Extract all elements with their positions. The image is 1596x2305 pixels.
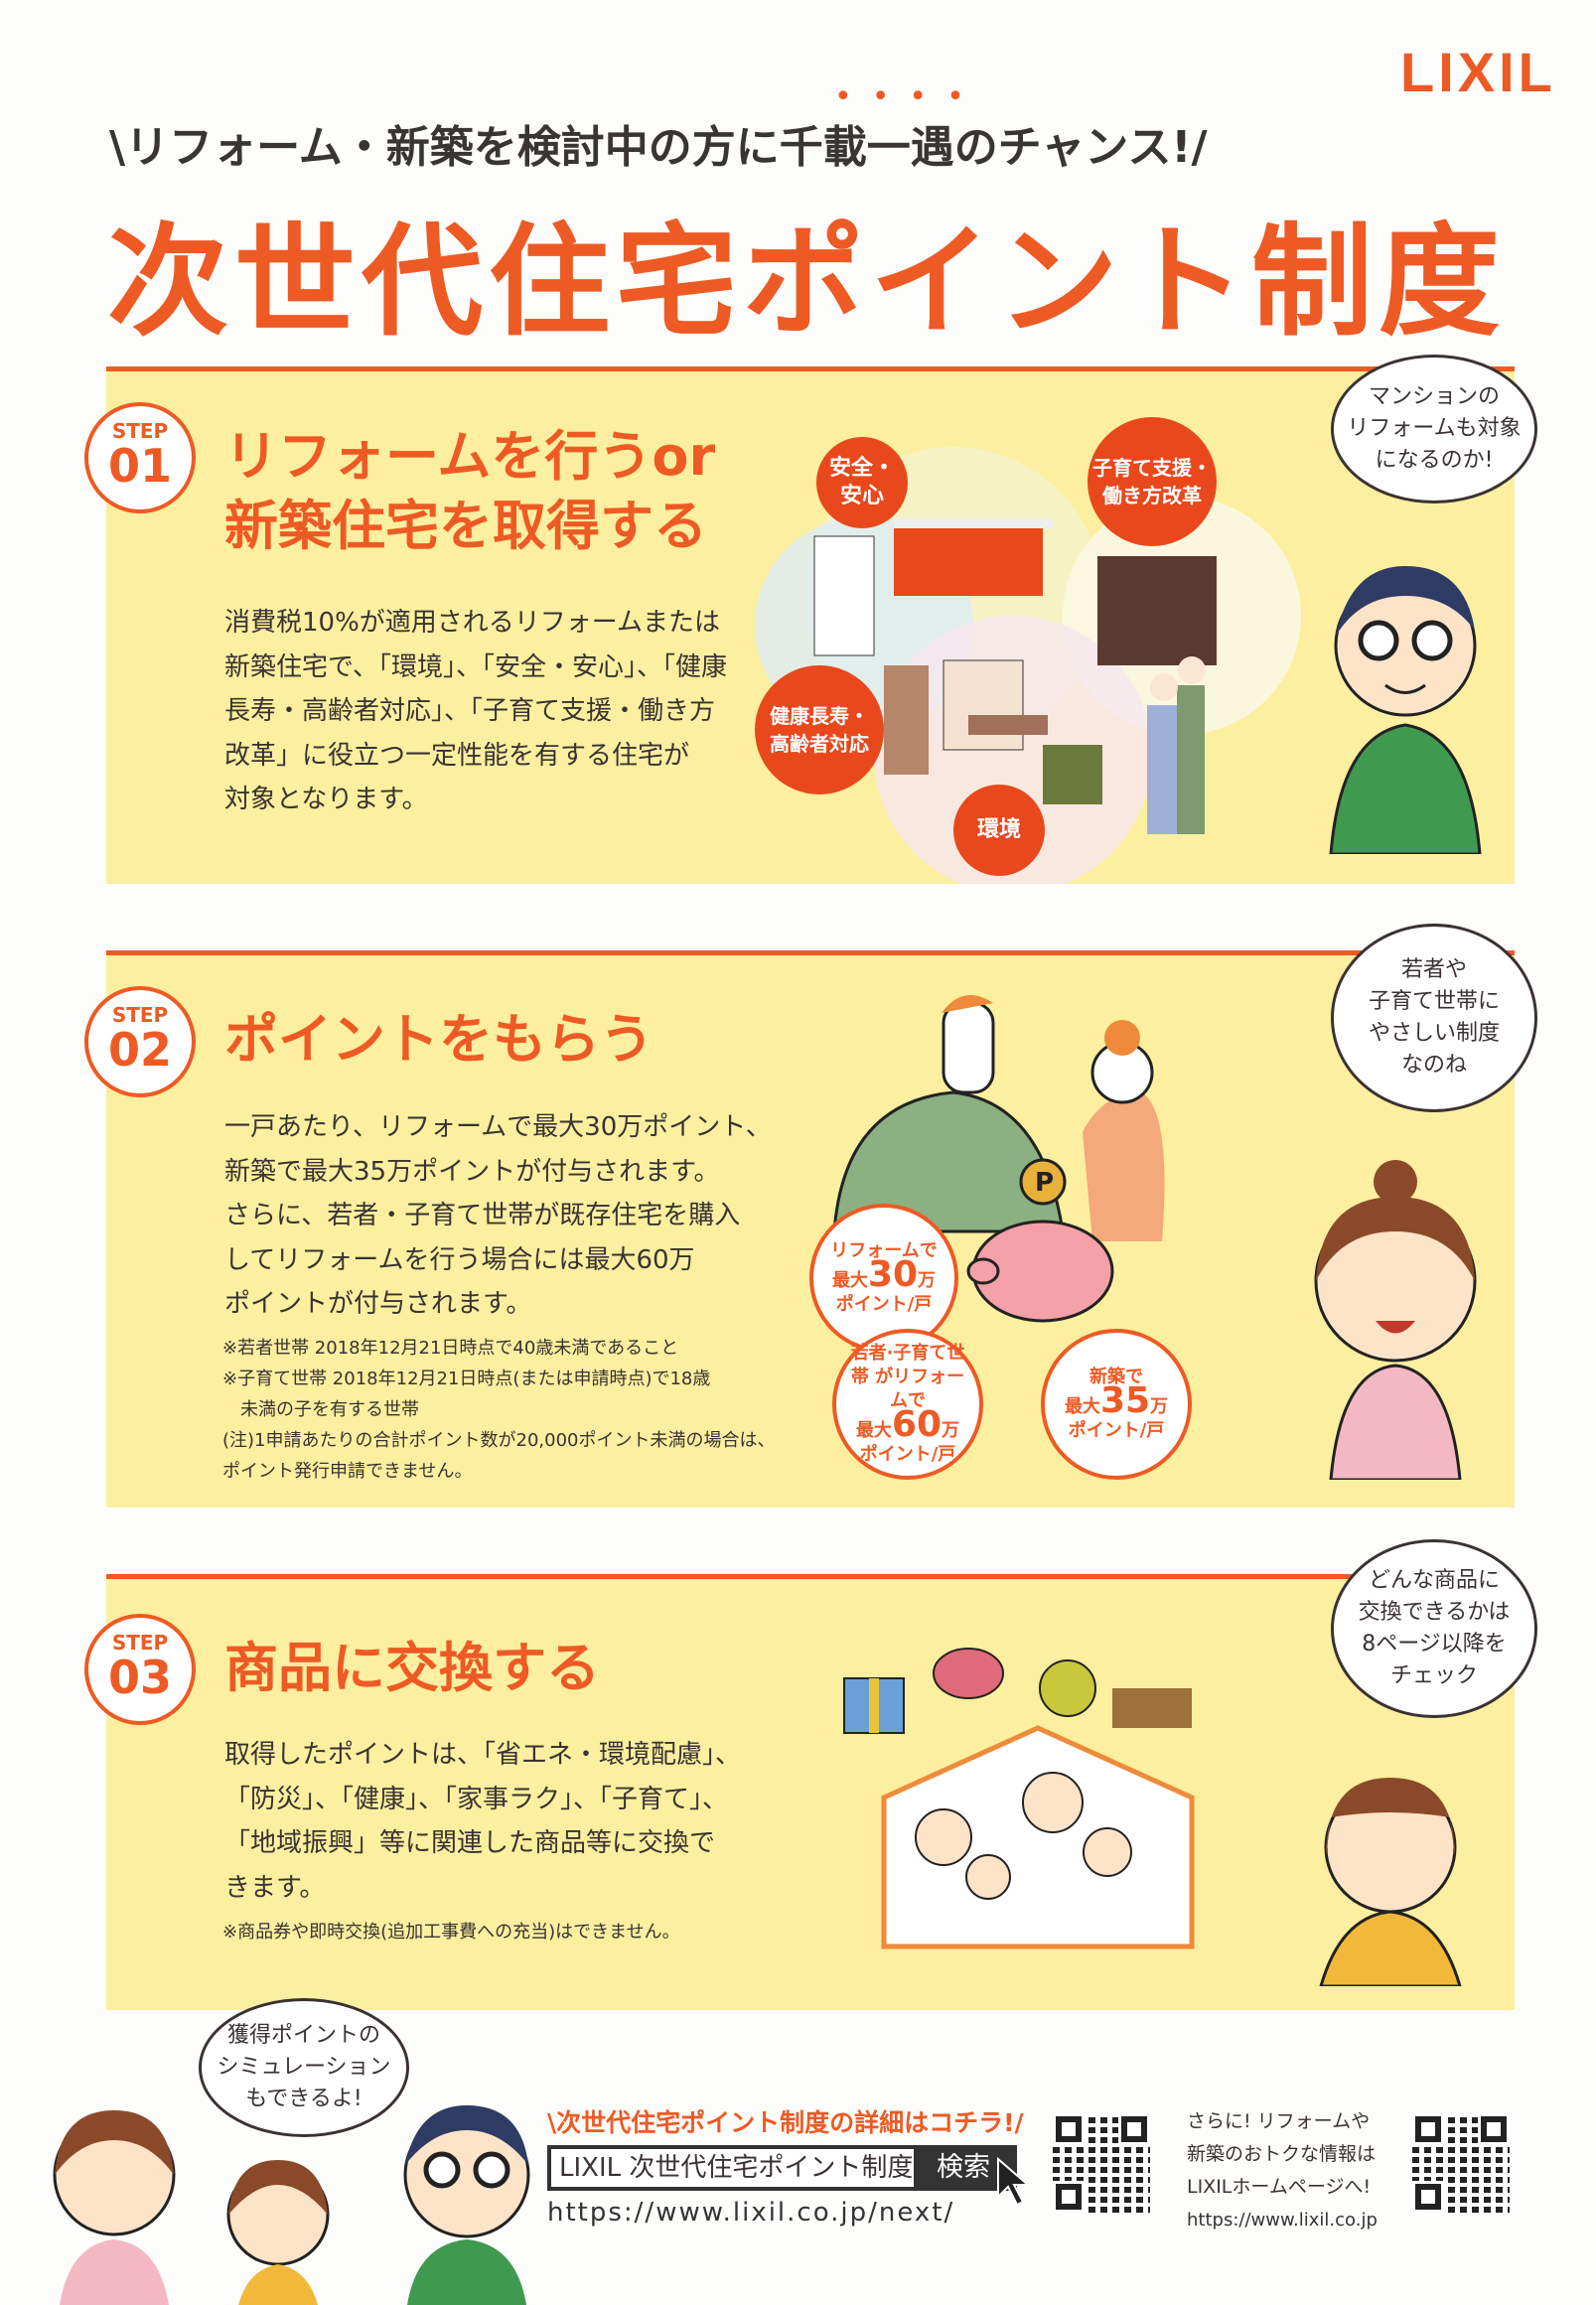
points-badge-reform: リフォームで最大30万ポイント/戸 [809,1204,958,1353]
cursor-icon [997,2157,1031,2207]
speech-bubble-footer: 獲得ポイントのシミュレーションもできるよ! [199,1998,409,2137]
step-03-panel [106,1574,1515,2010]
category-health: 健康長寿・高齢者対応 [755,665,884,794]
page-title: 次世代住宅ポイント制度 [107,212,1506,353]
step-02-body: 一戸あたり、リフォームで最大30万ポイント、新築で最大35万ポイントが付与されま… [224,1112,772,1320]
step-03-note: ※商品券や即時交換(追加工事費への充当)はできません。 [222,1922,680,1943]
points-badge-new-build: 新築で最大35万ポイント/戸 [1041,1329,1192,1480]
emphasis-dots: •••• [834,79,984,114]
step-01-body: 消費税10%が適用されるリフォームまたは新築住宅で、「環境」、「安全・安心」、「… [224,608,727,815]
couple-piggy-bank-illustration: P [832,995,1165,1323]
house-features-illustration [755,447,1301,884]
man-with-glasses-illustration [1329,566,1482,854]
qr-code-details[interactable] [1053,2113,1150,2213]
header-subtitle: \リフォーム・新築を検討中の方に千載一遇のチャンス!/ [109,122,1208,173]
category-environment: 環境 [953,785,1045,876]
details-url-link[interactable]: https://www.lixil.co.jp/next/ [547,2198,955,2228]
qr-code-homepage[interactable] [1412,2113,1510,2213]
category-safety: 安全・安心 [816,437,908,528]
woman-illustration [1314,1160,1477,1480]
step-02-heading: ポイントをもらう [224,1008,653,1071]
lixil-logo: LIXIL [1400,41,1556,103]
girl-winking-illustration [1319,1778,1462,1986]
coin-icon: P [1035,1168,1054,1198]
promo-url-link[interactable]: https://www.lixil.co.jp [1187,2210,1378,2231]
points-badge-young-reform: 若者·子育て世帯 がリフォームで最大60万ポイント/戸 [832,1329,983,1480]
details-link-header: \次世代住宅ポイント制度の詳細はコチラ!/ [547,2108,1024,2137]
search-input[interactable]: LIXIL 次世代住宅ポイント制度 [559,2153,914,2183]
speech-bubble-step1: マンションのリフォームも対象になるのか! [1331,355,1537,504]
category-childcare: 子育て支援・働き方改革 [1088,417,1217,546]
step-03-body: 取得したポイントは、「省エネ・環境配慮」、「防災」、「健康」、「家事ラク」、「子… [224,1740,742,1903]
step-02-panel [106,950,1515,1508]
family-gifts-illustration [843,1648,1195,1949]
step-02-notes: ※若者世帯 2018年12月21日時点で40歳未満であること※子育て世帯 201… [222,1338,776,1482]
family-illustration [53,2105,530,2305]
step-03-heading: 商品に交換する [224,1637,600,1699]
speech-bubble-step2: 若者や子育て世帯にやさしい制度なのね [1331,924,1537,1112]
search-button[interactable]: 検索 [914,2149,1013,2187]
search-box[interactable]: LIXIL 次世代住宅ポイント制度 検索 [547,2145,1017,2191]
